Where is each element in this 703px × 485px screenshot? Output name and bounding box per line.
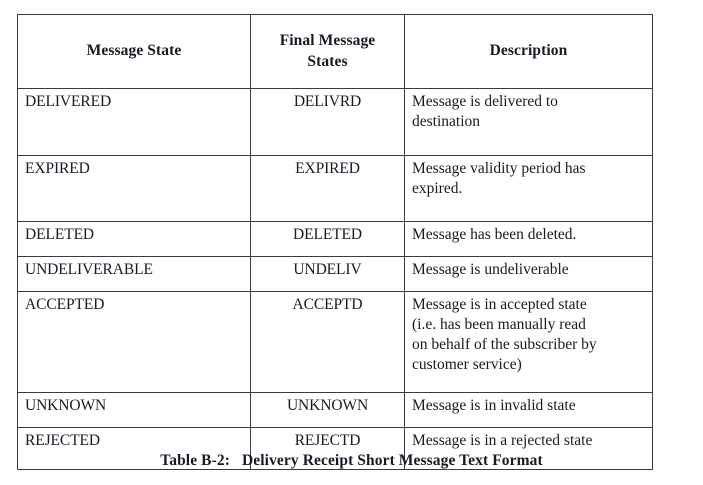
description-line: destination bbox=[412, 113, 481, 131]
column-header-message-state-line-1: Message State bbox=[86, 42, 182, 60]
cell-description: Message is delivered to destination bbox=[404, 88, 653, 156]
column-header-message-state: Message State bbox=[17, 14, 251, 89]
table-header-row: Message State Final Message States Descr… bbox=[17, 14, 653, 89]
cell-final-message-state: UNKNOWN bbox=[250, 392, 405, 428]
cell-final-message-state: ACCEPTD bbox=[250, 291, 405, 393]
column-header-description-line-1: Description bbox=[489, 42, 568, 60]
cell-message-state: DELETED bbox=[17, 221, 251, 257]
table-caption-label: Table B-2: bbox=[160, 452, 230, 469]
table-caption: Table B-2: Delivery Receipt Short Message… bbox=[0, 452, 703, 470]
column-header-final-message-states-line-2: States bbox=[307, 52, 348, 70]
table-row: ACCEPTED ACCEPTD Message is in accepted … bbox=[17, 291, 653, 393]
description-line: (i.e. has been manually read bbox=[412, 316, 586, 334]
table-body: DELIVERED DELIVRD Message is delivered t… bbox=[17, 88, 653, 470]
cell-final-message-state: UNDELIV bbox=[250, 256, 405, 292]
cell-message-state: UNKNOWN bbox=[17, 392, 251, 428]
cell-final-message-state: DELETED bbox=[250, 221, 405, 257]
table-row: UNDELIVERABLE UNDELIV Message is undeliv… bbox=[17, 256, 653, 292]
description-line: Message is delivered to bbox=[412, 93, 558, 110]
cell-final-message-state: EXPIRED bbox=[250, 155, 405, 222]
cell-message-state: UNDELIVERABLE bbox=[17, 256, 251, 292]
cell-description: Message is in accepted state (i.e. has b… bbox=[404, 291, 653, 393]
description-line: Message is undeliverable bbox=[412, 261, 569, 278]
description-line: Message validity period has bbox=[412, 160, 586, 177]
cell-message-state: REJECTED bbox=[17, 427, 251, 470]
cell-description: Message is in a rejected state bbox=[404, 427, 653, 470]
description-line: Message is in a rejected state bbox=[412, 432, 593, 449]
table-caption-title: Delivery Receipt Short Message Text Form… bbox=[241, 452, 543, 469]
description-line: Message is in invalid state bbox=[412, 397, 576, 414]
message-state-table: Message State Final Message States Descr… bbox=[17, 14, 653, 470]
cell-description: Message is in invalid state bbox=[404, 392, 653, 428]
cell-description: Message has been deleted. bbox=[404, 221, 653, 257]
table-row: REJECTED REJECTD Message is in a rejecte… bbox=[17, 427, 653, 470]
table-row: DELIVERED DELIVRD Message is delivered t… bbox=[17, 88, 653, 156]
description-line: on behalf of the subscriber by bbox=[412, 336, 597, 354]
cell-message-state: ACCEPTED bbox=[17, 291, 251, 393]
column-header-final-message-states: Final Message States bbox=[250, 14, 405, 89]
table-row: UNKNOWN UNKNOWN Message is in invalid st… bbox=[17, 392, 653, 428]
column-header-description: Description bbox=[404, 14, 653, 89]
cell-final-message-state: DELIVRD bbox=[250, 88, 405, 156]
table-row: DELETED DELETED Message has been deleted… bbox=[17, 221, 653, 257]
cell-final-message-state: REJECTD bbox=[250, 427, 405, 470]
description-line: expired. bbox=[412, 180, 463, 198]
cell-message-state: DELIVERED bbox=[17, 88, 251, 156]
description-line: Message is in accepted state bbox=[412, 296, 587, 313]
cell-description: Message is undeliverable bbox=[404, 256, 653, 292]
description-line: Message has been deleted. bbox=[412, 226, 577, 243]
cell-message-state: EXPIRED bbox=[17, 155, 251, 222]
table-container: Message State Final Message States Descr… bbox=[17, 14, 653, 470]
table-row: EXPIRED EXPIRED Message validity period … bbox=[17, 155, 653, 222]
table-header: Message State Final Message States Descr… bbox=[17, 14, 653, 89]
cell-description: Message validity period has expired. bbox=[404, 155, 653, 222]
column-header-final-message-states-line-1: Final Message bbox=[279, 32, 376, 50]
description-line: customer service) bbox=[412, 356, 522, 374]
